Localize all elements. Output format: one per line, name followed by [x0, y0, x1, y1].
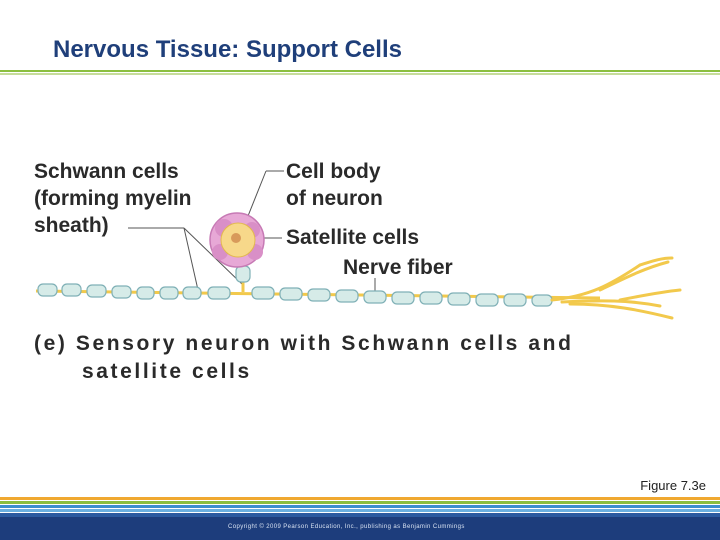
title-divider — [0, 70, 720, 75]
footer-bar — [0, 517, 720, 540]
footer-stripes — [0, 497, 720, 517]
label-cell-body: Cell body of neuron — [286, 160, 383, 210]
label-schwann-cells: Schwann cells (forming myelin sheath) — [34, 160, 192, 237]
slide-title: Nervous Tissue: Support Cells — [53, 36, 402, 63]
label-satellite-cells: Satellite cells — [286, 226, 420, 249]
nerve-endings — [550, 256, 682, 320]
leader-schwann-1 — [183, 227, 199, 291]
myelin-sheath — [37, 265, 553, 307]
cell-body-of-neuron — [209, 212, 265, 268]
copyright-notice: Copyright © 2009 Pearson Education, Inc.… — [228, 524, 465, 530]
figure-caption: (e) Sensory neuron with Schwann cells an… — [34, 332, 574, 383]
figure-reference: Figure 7.3e — [640, 478, 706, 493]
label-nerve-fiber: Nerve fiber — [343, 256, 453, 279]
